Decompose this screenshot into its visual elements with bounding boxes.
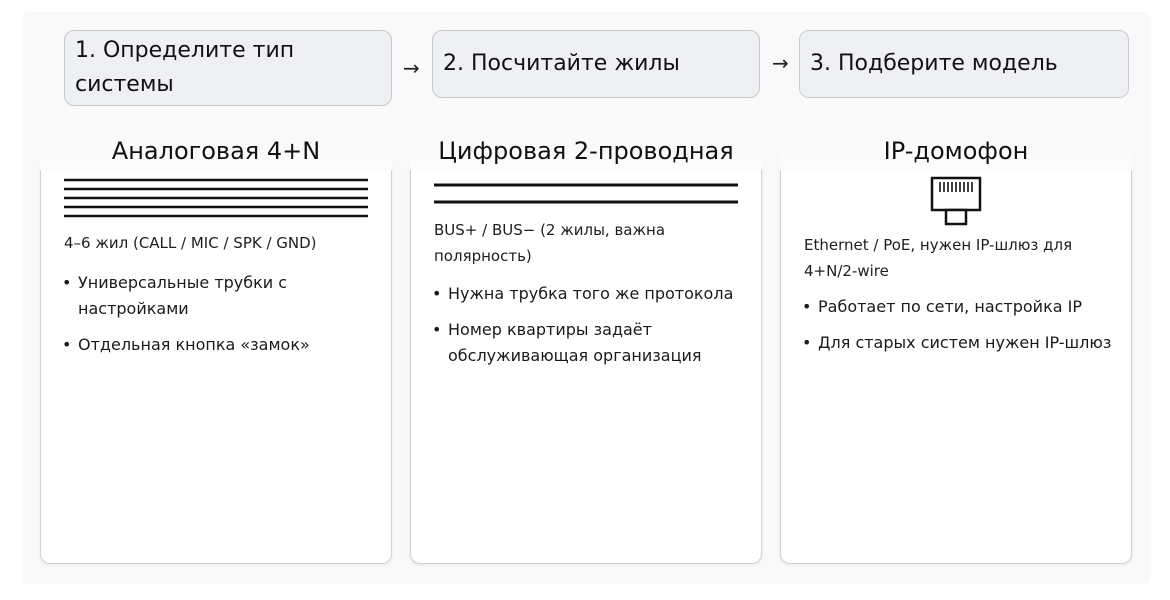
step-1-label: 1. Определите тип системы — [75, 38, 295, 97]
analog-bullet-list: •Универсальные трубки с настройками •Отд… — [62, 270, 372, 368]
ip-bullet-list: •Работает по сети, настройка IP •Для ста… — [802, 294, 1118, 366]
step-2-box: 2. Посчитайте жилы — [432, 30, 760, 98]
list-item: •Работает по сети, настройка IP — [802, 297, 1082, 316]
list-item: •Номер квартиры задаёт обслуживающая орг… — [432, 320, 702, 365]
digital-panel — [410, 160, 762, 564]
ip-panel — [780, 160, 1132, 564]
list-item: •Отдельная кнопка «замок» — [62, 335, 310, 354]
digital-panel-title: Цифровая 2-проводная — [410, 134, 762, 170]
digital-bullet-list: •Нужна трубка того же протокола •Номер к… — [432, 281, 748, 379]
digital-wire-description: BUS+ / BUS− (2 жилы, важна полярность) — [434, 221, 666, 265]
ethernet-connector-icon — [930, 176, 982, 226]
analog-panel — [40, 160, 392, 564]
analog-panel-title: Аналоговая 4+N — [40, 134, 392, 170]
analog-wire-description: 4–6 жил (CALL / MIC / SPK / GND) — [64, 234, 317, 252]
list-item: •Для старых систем нужен IP-шлюз — [802, 333, 1112, 352]
step-1-box: 1. Определите тип системы — [64, 30, 392, 106]
step-3-box: 3. Подберите модель — [799, 30, 1129, 98]
list-item: •Нужна трубка того же протокола — [432, 284, 734, 303]
ip-connection-description: Ethernet / PoE, нужен IP-шлюз для 4+N/2-… — [804, 236, 1073, 280]
arrow-right-icon: → — [403, 56, 420, 80]
step-2-label: 2. Посчитайте жилы — [443, 51, 680, 76]
arrow-right-icon: → — [772, 51, 789, 75]
two-wire-lines-icon — [434, 183, 738, 204]
step-3-label: 3. Подберите модель — [810, 51, 1058, 76]
list-item: •Универсальные трубки с настройками — [62, 273, 288, 318]
ip-panel-title: IP-домофон — [780, 134, 1132, 170]
multi-wire-lines-icon — [64, 178, 368, 218]
